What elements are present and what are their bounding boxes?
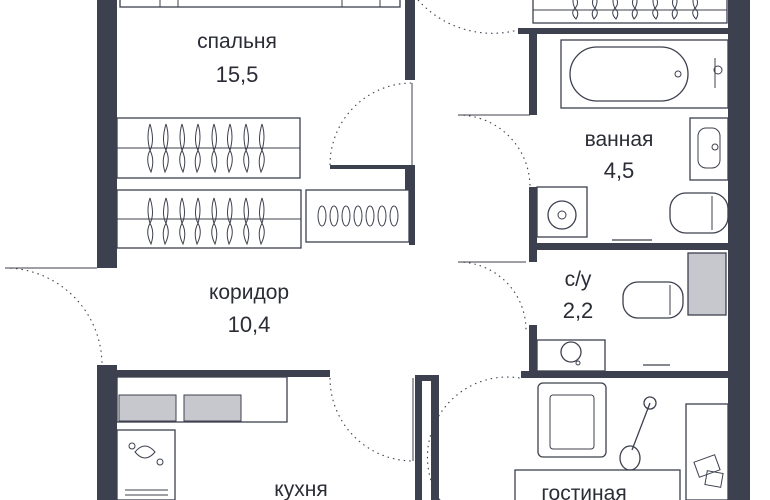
wall-bedroom-closet-bottom: [330, 165, 415, 169]
wc-shaft: [688, 253, 726, 315]
bedroom-area: 15,5: [216, 62, 259, 87]
shoe: [389, 205, 399, 227]
bed: [119, 0, 401, 8]
bath-toilet: [669, 192, 729, 234]
corridor-features: [4, 267, 414, 462]
living-door-swing: [426, 376, 521, 500]
shoe-rack: [305, 189, 410, 243]
hanger: [179, 197, 186, 246]
corridor-area: 10,4: [228, 312, 271, 337]
bathroom-name: ванная: [585, 128, 654, 151]
wall-corridor-right: [409, 190, 415, 245]
sofa: [514, 469, 681, 500]
wall-kitchen-right-a: [415, 375, 422, 500]
bathtub-inner: [569, 46, 689, 102]
wall-left-lower: [97, 365, 117, 500]
wc-furniture: [457, 252, 727, 372]
kitchen-top-cabinet: [116, 376, 288, 423]
top-closet-fragment: [417, 0, 728, 34]
hanger: [652, 0, 659, 20]
corridor-name: коридор: [209, 281, 289, 304]
shoe: [365, 205, 375, 227]
bath-sink: [689, 117, 729, 181]
kitchen-counter: [116, 429, 176, 500]
hanger: [258, 197, 265, 246]
hanger: [194, 197, 201, 246]
bathroom-area: 4,5: [604, 158, 635, 183]
wc-door-swing: [457, 261, 527, 331]
shoe: [353, 205, 363, 227]
hanger: [692, 0, 699, 20]
kitchen-door-swing: [329, 377, 414, 462]
living-name: гостиная: [541, 482, 626, 500]
shoe: [341, 205, 351, 227]
bedroom-door-swing: [329, 82, 413, 166]
wall-left-upper: [97, 0, 117, 268]
hanger: [194, 123, 201, 174]
wall-bedroom-closet-right: [405, 165, 415, 190]
kitchen-name: кухня: [274, 478, 327, 500]
hanger: [147, 197, 154, 246]
living-label-bg: [520, 476, 670, 500]
hanger: [631, 0, 638, 20]
entrance-door-swing: [4, 267, 103, 366]
hanger: [211, 197, 218, 246]
wall-kitchen-right-b: [431, 375, 439, 500]
wc-area: 2,2: [563, 298, 594, 323]
wall-wc-left: [529, 325, 537, 375]
wall-bath-left-lower: [529, 187, 537, 262]
hanger: [226, 197, 233, 246]
floor-lamp: [631, 402, 651, 451]
walls: [97, 0, 750, 500]
wall-bedroom-right: [405, 0, 415, 80]
hanger: [211, 123, 218, 174]
wc-toilet: [622, 281, 684, 319]
living-furniture: [426, 376, 729, 500]
bathroom-door-swing: [457, 114, 531, 188]
hanger: [243, 123, 250, 174]
hangers: [147, 0, 699, 246]
shoes: [317, 205, 399, 227]
kitchen-sink-icon: [134, 445, 156, 459]
bedroom-name: спальня: [197, 30, 277, 53]
shoe: [377, 205, 387, 227]
wc-sink: [536, 339, 606, 372]
wall-kitchen-top: [97, 370, 330, 377]
bathtub: [560, 39, 729, 109]
desk: [685, 403, 729, 500]
wall-bath-left: [529, 30, 537, 115]
shoe: [329, 205, 339, 227]
hanger: [179, 123, 186, 174]
hanger: [243, 197, 250, 246]
wc-name: с/у: [565, 268, 592, 291]
hanger: [162, 123, 169, 174]
wall-bath-top: [518, 28, 736, 34]
hanger: [258, 123, 265, 174]
hanger: [572, 0, 579, 20]
room-labels: спальня 15,5 ванная 4,5 коридор 10,4 с/у…: [197, 30, 670, 500]
kitchen-furniture: [116, 376, 288, 500]
bathroom-furniture: [457, 39, 729, 241]
hanger: [147, 123, 154, 174]
hanger: [671, 0, 678, 20]
hanger: [612, 0, 619, 20]
wall-wc-living: [521, 371, 736, 378]
wall-bath-wc: [529, 243, 736, 250]
washing-machine: [536, 186, 588, 238]
hanger: [162, 197, 169, 246]
hanger: [591, 0, 598, 20]
bedroom-furniture: [116, 0, 413, 249]
shoe: [317, 205, 327, 227]
wall-kitchen-right-cap: [415, 375, 439, 381]
hanger: [226, 123, 233, 174]
armchair: [537, 382, 607, 458]
